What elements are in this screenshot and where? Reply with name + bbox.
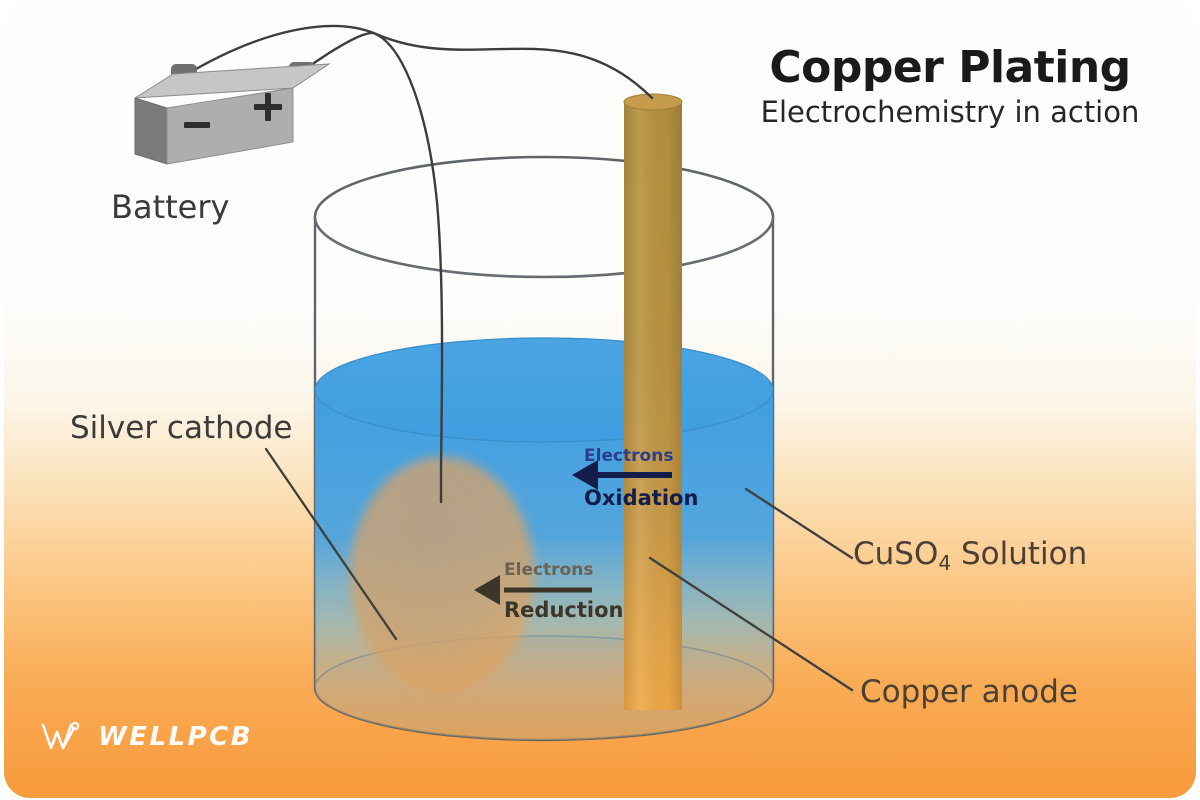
wellpcb-watermark: WELLPCB (40, 720, 253, 754)
reduction-arrow-head (474, 575, 500, 605)
battery-label: Battery (111, 188, 230, 226)
cuso4-subscript: 4 (938, 551, 952, 575)
cuso4-solution-word: Solution (951, 536, 1088, 572)
solution-surface-edge (314, 337, 774, 443)
beaker-rim-inner (314, 216, 774, 278)
illustration-card: Copper Plating Electrochemistry in actio… (4, 2, 1196, 798)
copper-anode[interactable] (623, 93, 683, 710)
leader-cuso4-solution (744, 487, 854, 560)
reduction-label: Reduction (504, 598, 624, 622)
oxidation-arrow-head (572, 460, 598, 490)
wire-negative-to-anode (182, 24, 654, 100)
silver-cathode-body (350, 457, 534, 693)
silver-cathode[interactable] (350, 457, 534, 693)
solution-surface (314, 337, 774, 443)
battery-top-face (134, 63, 331, 99)
oxidation-label: Oxidation (584, 486, 699, 510)
copper-anode-top-cap (623, 93, 683, 111)
cuso4-formula: CuSO (853, 536, 939, 572)
reduction-electrons-label: Electrons (504, 560, 594, 580)
wire-positive-to-cathode (302, 31, 444, 474)
oxidation-arrow (572, 460, 672, 490)
oxidation-electrons-label: Electrons (584, 446, 674, 466)
wellpcb-logo-icon (41, 721, 80, 750)
title-block: Copper Plating Electrochemistry in actio… (740, 42, 1160, 129)
circuit-wiring (182, 24, 654, 504)
leader-copper-anode (648, 556, 854, 692)
battery[interactable] (134, 62, 331, 165)
leader-lines (264, 447, 854, 692)
copper-anode-shading (624, 102, 682, 710)
silver-cathode-label: Silver cathode (70, 410, 293, 446)
battery-left-face (134, 97, 168, 165)
page-title: Copper Plating (769, 42, 1131, 93)
reduction-arrow (474, 575, 592, 605)
leader-silver-cathode (264, 447, 398, 641)
page-subtitle: Electrochemistry in action (760, 94, 1140, 129)
battery-minus-icon (184, 122, 210, 128)
cuso4-solution-label: CuSO4 Solution (853, 536, 1088, 575)
wellpcb-wordmark: WELLPCB (98, 722, 254, 752)
copper-anode-label: Copper anode (860, 674, 1078, 710)
copper-plating-diagram (134, 24, 854, 742)
battery-plus-icon-v (265, 93, 271, 121)
